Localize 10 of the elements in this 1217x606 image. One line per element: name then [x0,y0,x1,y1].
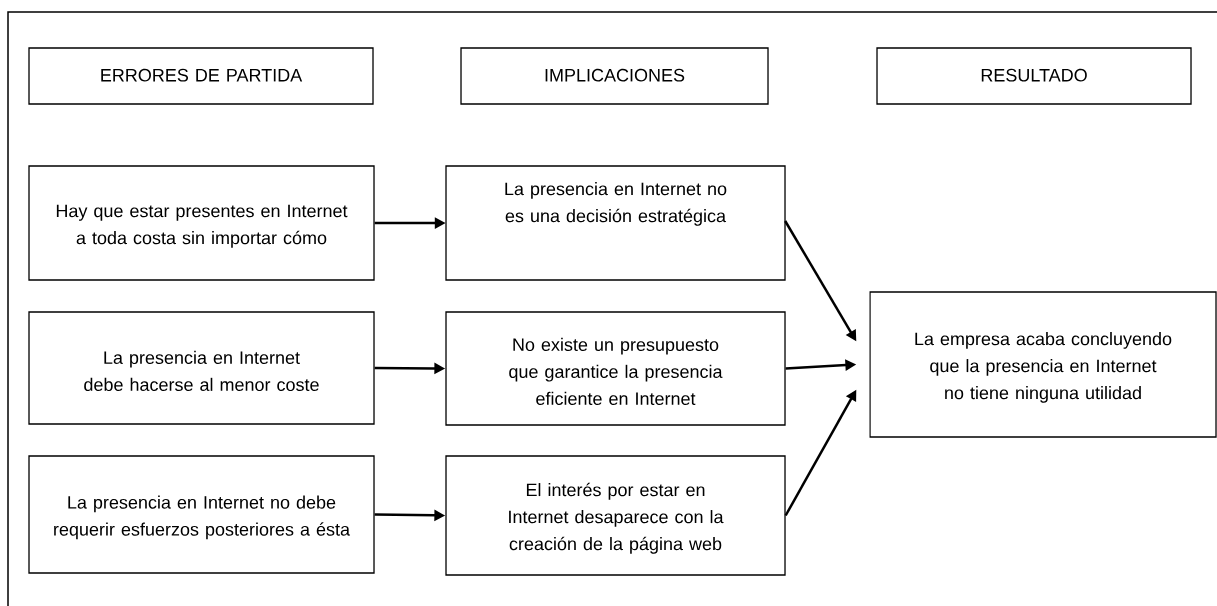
text-box: Hay que estar presentes en Internet a toda costa sin importar cómo [28,165,375,281]
header-box: RESULTADO [876,47,1192,105]
header-box: IMPLICACIONES [460,47,769,105]
text-box: El interés por estar en Internet desaparece con la creación de la página web [445,455,786,576]
header-box: ERRORES DE PARTIDA [28,47,374,105]
text-box: La presencia en Internet debe hacerse al menor coste [28,311,375,425]
text-box: La presencia en Internet no debe requerir esfuerzos posteriores a ésta [28,455,375,574]
text-box: La presencia en Internet no es una decisión estratégica [445,165,786,281]
text-box: La empresa acaba concluyendo que la presencia en Internet no tiene ninguna utilidad [869,291,1217,438]
text-box: No existe un presupuesto que garantice la presencia eficiente en Internet [445,311,786,426]
